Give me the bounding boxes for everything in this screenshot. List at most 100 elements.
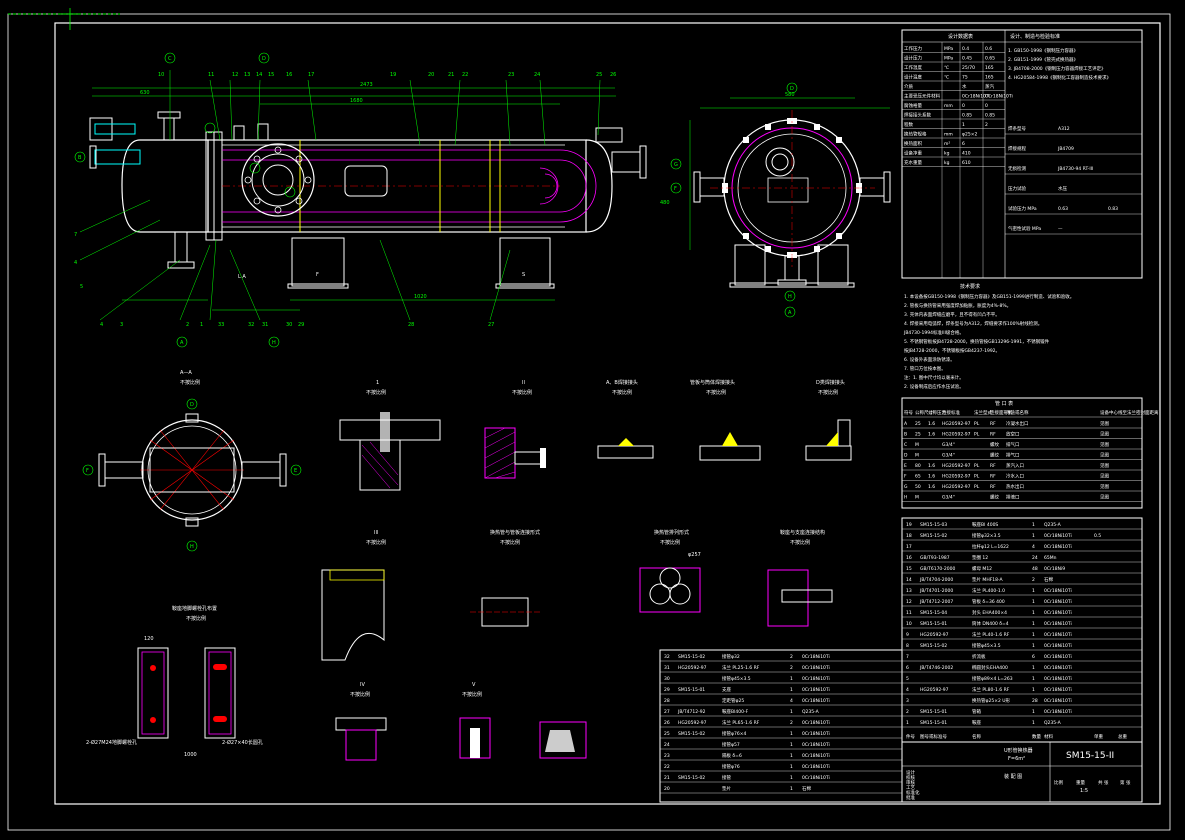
svg-text:30: 30 (286, 322, 292, 328)
tech-req-line: JB4730-1994标准III级合格。 (903, 329, 964, 336)
spec-line: 1. GB150-1998《钢制压力容器》 (1008, 47, 1078, 54)
bolt-note: 2-Ø27M24地脚螺栓孔 (86, 739, 137, 746)
marker-h-aa: H (190, 544, 194, 550)
marker-a-end: A (788, 310, 792, 316)
bom-left-cell: 0Cr18Ni10Ti (802, 753, 830, 759)
design-row-tube: 0.6 (985, 46, 992, 52)
design-row-shell: 25/70 (962, 65, 975, 71)
svg-text:4: 4 (74, 260, 77, 266)
tech-req-line: 2. 管板与换热管采用强度焊加贴胀，胀度为4%-8%。 (904, 302, 1011, 309)
marker-e-aa: E (294, 468, 297, 474)
detail-ii: II 不按比例 (484, 380, 546, 479)
drawing-scale: 1:5 (1080, 788, 1088, 794)
bom-right-cell: 椭圆封头EHA400 (972, 664, 1008, 671)
bom-left-cell: 接管φ45×3.5 (722, 675, 751, 682)
spec-title: 设计、制造与检验标准 (1010, 33, 1060, 40)
design-right-cell: 焊接规程 (1008, 145, 1026, 152)
bom-left-cell: 1 (790, 687, 793, 693)
design-row-tube: 165 (985, 75, 994, 81)
title-block-label: 第 张 (1120, 779, 1131, 786)
marker-c-main: C (168, 56, 172, 62)
svg-text:5: 5 (80, 284, 83, 290)
detail-tube-layout: 换热管排列形式 不按比例 φ257 (639, 529, 701, 613)
bom-left-cell: 27 (664, 709, 670, 715)
bom-right-cell: 11 (906, 610, 912, 616)
bom-right-cell: 3 (906, 698, 909, 704)
svg-text:31: 31 (262, 322, 268, 328)
design-row-label: 程数 (904, 121, 913, 128)
bom-right-cell: 0Cr18Ni10Ti (1044, 643, 1072, 649)
design-row-unit: MPa (944, 56, 953, 62)
design-row-unit: ℃ (944, 65, 949, 71)
bom-right-cell: 4 (906, 687, 909, 693)
weld-d-title: D类焊接接头 (816, 379, 845, 386)
saddle-view-title: 鞍座地脚螺栓孔布置 (172, 605, 217, 612)
saddle-dim: 120 (144, 636, 154, 642)
nozzle-cell: 排气口 (1006, 441, 1020, 448)
design-row-shell: 0.4 (962, 46, 969, 52)
bom-right-cell: 0Cr18Ni10Ti (1044, 544, 1072, 550)
svg-text:4: 4 (100, 322, 103, 328)
marker-g-end: G (674, 162, 678, 168)
bom-right-cell: 法兰 PL400-1.0 (972, 587, 1005, 594)
bom-right-cell: 6 (906, 665, 909, 671)
svg-text:3: 3 (120, 322, 123, 328)
bom-right-cell: SM15-15-01 (920, 621, 947, 627)
bom-right-cell: 16 (906, 555, 912, 561)
design-row-shell: φ25×2 (962, 132, 977, 138)
bom-left-cell: 2 (790, 720, 793, 726)
bom-left-cell: 28 (664, 698, 670, 704)
nozzle-cell: 螺纹 (990, 441, 999, 448)
design-row-shell: 1 (962, 122, 965, 128)
section-aa-view: A—A 不按比例 D F E H (82, 370, 302, 552)
weld-ab-title: A、B焊接接头 (606, 379, 638, 386)
nozzle-cell: G3/4" (942, 495, 955, 501)
nozzle-cell: HG20592-97 (942, 432, 971, 438)
design-right-cell: JB4709 (1057, 146, 1074, 152)
bom-right-cell: 10 (906, 621, 912, 627)
bom-left-cell: HG20592-97 (678, 720, 707, 726)
bom-right-cell: 1 (1032, 522, 1035, 528)
design-right-cell: 试验压力 MPa (1008, 205, 1037, 212)
bom-left-cell: 30 (664, 676, 670, 682)
nozzle-cell: 25 (915, 421, 921, 427)
bom-left-cell: 隔板 δ=6 (722, 752, 742, 759)
bom-header: 数量 (1032, 733, 1041, 740)
title-line-1: U形管换热器 (1004, 747, 1033, 754)
design-row-label: 焊接接头系数 (904, 112, 931, 119)
dim-630: 630 (140, 90, 150, 96)
tube-layout-subtitle: 不按比例 (660, 539, 680, 546)
nozzle-cell: 冷凝水出口 (1006, 420, 1029, 427)
bom-right-cell: 换热管φ25×2 U形 (972, 697, 1011, 704)
bom-left-cell: SM15-15-02 (678, 654, 705, 660)
bom-right-cell: SM15-15-01 (920, 709, 947, 715)
main-elevation-view: F S 2473 1680 1020 630 480 (74, 52, 670, 348)
nozzle-header: 连接面形式 (990, 409, 1013, 416)
nozzle-cell: C (904, 442, 907, 448)
spec-line: 3. JB4708-2000《钢制压力容器焊接工艺评定》 (1008, 65, 1106, 72)
bom-left-cell: 1 (790, 709, 793, 715)
nozzle-cell: RF (990, 484, 996, 490)
detail-tube-expand: 换热管与管板连接形式 不按比例 (470, 529, 540, 627)
tech-requirements: 技术要求 1. 本设备按GB150-1998《钢制压力容器》及GB151-199… (903, 283, 1074, 390)
design-row-label: 腐蚀裕量 (904, 102, 922, 109)
title-block-label: 共 张 (1098, 779, 1109, 786)
nozzle-cell: A (904, 421, 908, 427)
bom-right-cell: JB/T4746-2002 (919, 665, 953, 671)
tech-req-line: 按JB4728-2000，不锈钢板按GB4237-1992。 (904, 347, 1000, 354)
nozzle-cell: 见图 (1100, 495, 1109, 501)
bom-right-cell: HG20592-97 (920, 687, 949, 693)
design-row-shell: 水 (962, 83, 967, 90)
design-right-cell: A312 (1058, 126, 1070, 132)
nozzle-cell: 1.6 (928, 432, 935, 438)
dim-overall: 2473 (360, 82, 373, 88)
svg-text:L A: L A (238, 274, 246, 280)
nozzle-cell: 1.6 (928, 421, 935, 427)
bom-right-cell: 7 (906, 654, 909, 660)
tech-req-title: 技术要求 (960, 283, 980, 290)
bom-right-cell: 8 (906, 643, 909, 649)
bom-left-cell: 31 (664, 665, 670, 671)
svg-text:32: 32 (248, 322, 254, 328)
bom-right-cell: 折流板 (972, 653, 986, 660)
nozzle-cell: 65 (915, 474, 921, 480)
